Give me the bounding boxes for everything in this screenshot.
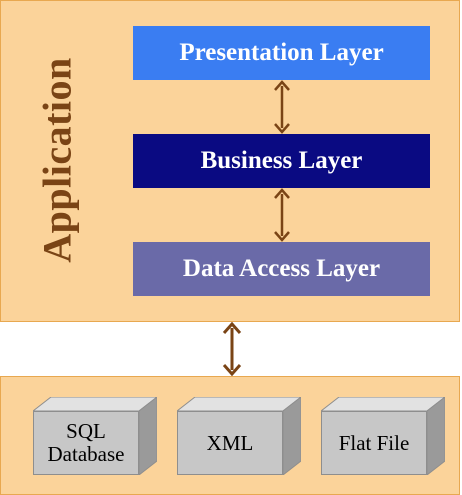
store-side-face [427, 397, 445, 475]
application-storage-arrow [222, 322, 242, 376]
flat-file-store: Flat File [321, 397, 445, 475]
flat-file-front: Flat File [321, 411, 427, 475]
presentation-business-arrow [274, 80, 290, 134]
business-data-access-arrow [274, 188, 290, 242]
store-side-face [283, 397, 301, 475]
xml-label: XML [206, 430, 254, 455]
application-label: Application [34, 57, 80, 263]
store-top-face [177, 397, 301, 411]
presentation-layer: Presentation Layer [133, 26, 430, 80]
xml-store: XML [177, 397, 301, 475]
sql-database-store: SQL Database [33, 397, 157, 475]
data-access-layer: Data Access Layer [133, 242, 430, 296]
business-layer: Business Layer [133, 134, 430, 188]
store-top-face [321, 397, 445, 411]
store-side-face [139, 397, 157, 475]
xml-front: XML [177, 411, 283, 475]
sql-database-label: SQL Database [47, 419, 125, 466]
sql-database-front: SQL Database [33, 411, 139, 475]
flat-file-label: Flat File [338, 430, 410, 455]
store-top-face [33, 397, 157, 411]
